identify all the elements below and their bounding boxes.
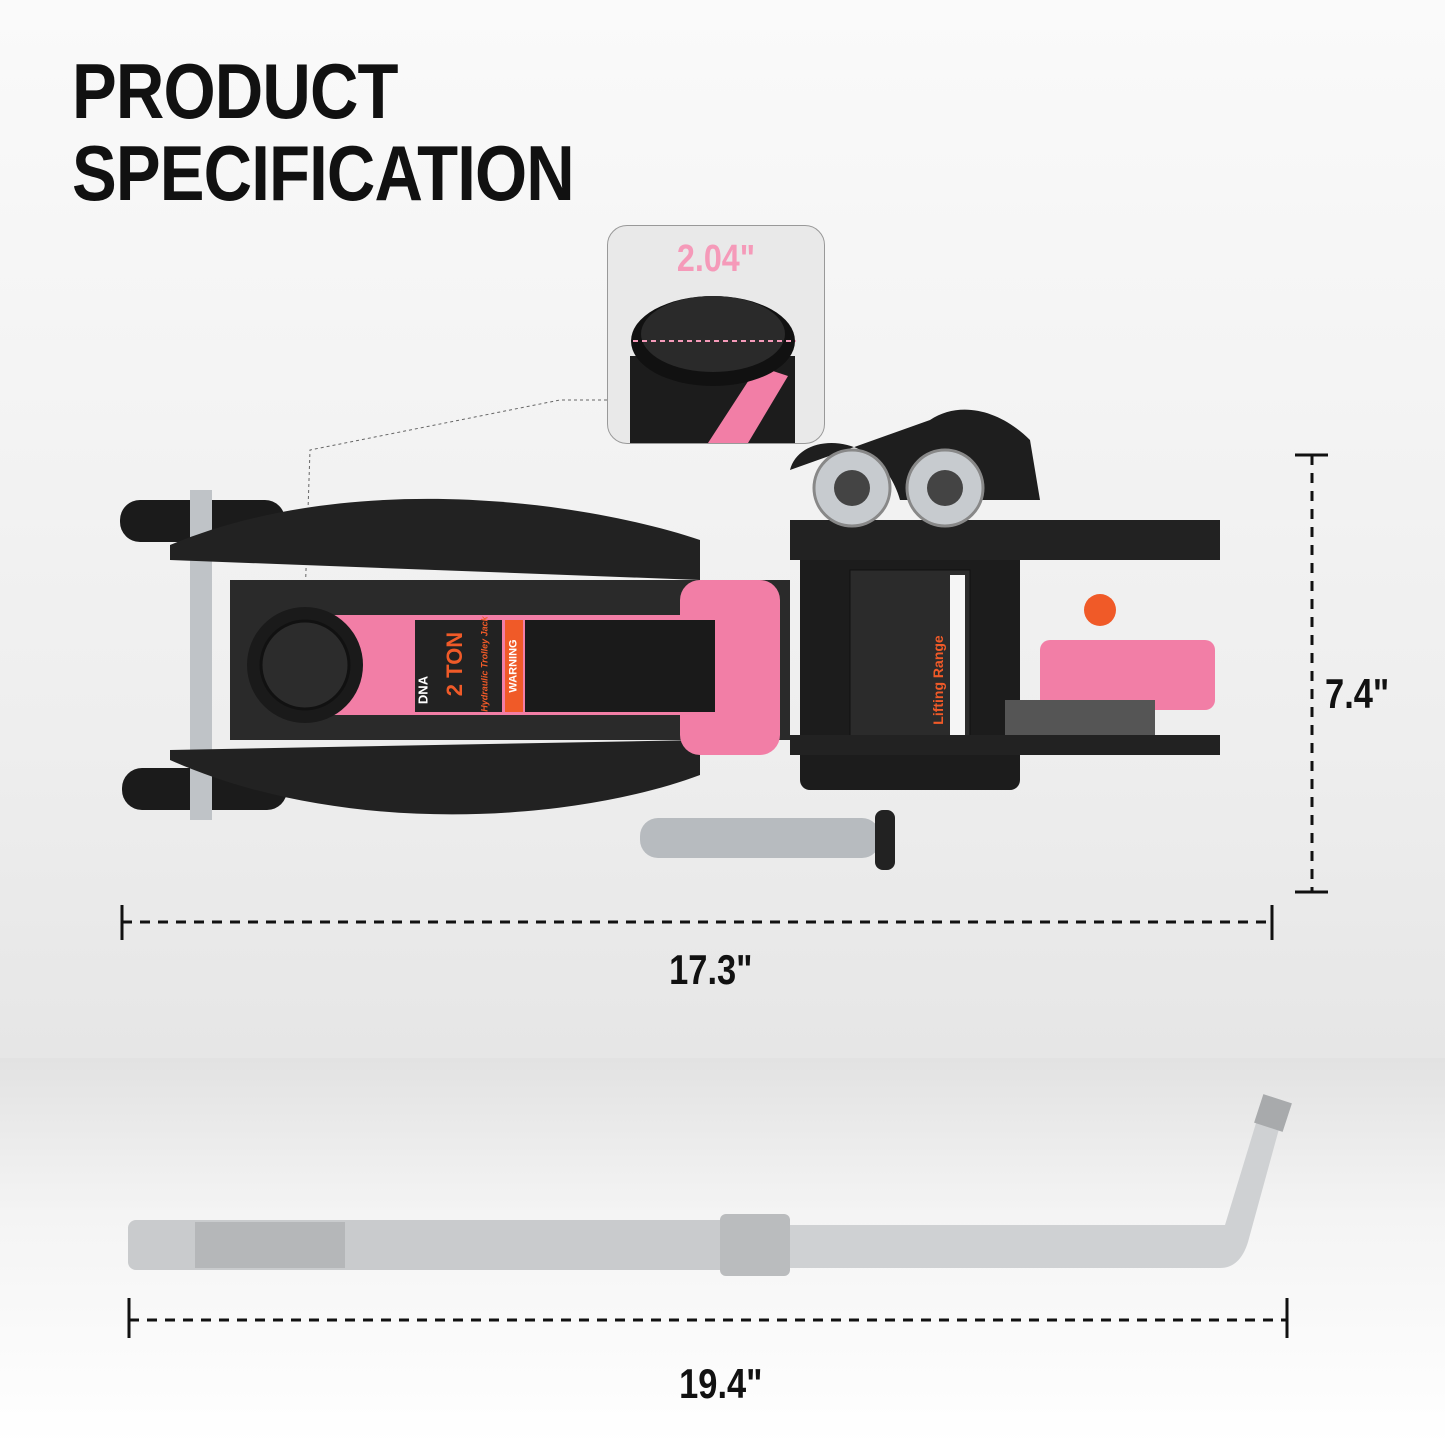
release-pin xyxy=(640,818,880,858)
saddle-detail-inset: 2.04" xyxy=(607,225,825,444)
jack-length-label: 17.3" xyxy=(669,946,753,993)
handle-length-label: 19.4" xyxy=(679,1360,763,1407)
saddle-diameter-label: 2.04" xyxy=(676,238,756,280)
jack-height-label: 7.4" xyxy=(1325,670,1390,717)
saddle-closeup xyxy=(630,296,796,443)
handle-socket xyxy=(1040,640,1215,710)
capacity-label: 2 TON xyxy=(442,631,467,697)
product-name-label: Hydraulic Trolley Jack xyxy=(479,616,490,712)
jack-handle xyxy=(128,1094,1292,1276)
title-line-2: SPECIFICATION xyxy=(72,129,575,217)
brand-logo-text: DNA xyxy=(415,675,431,705)
title-line-1: PRODUCT xyxy=(72,47,399,135)
page-title: PRODUCT SPECIFICATION xyxy=(72,47,575,217)
axle xyxy=(190,490,212,820)
warning-label: WARNING xyxy=(507,639,520,693)
lifting-range-label: Lifting Range xyxy=(930,635,946,725)
